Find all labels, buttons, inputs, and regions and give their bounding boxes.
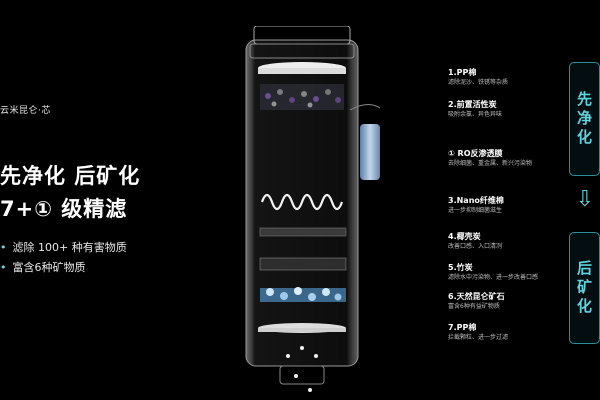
stage-carbon-granules bbox=[260, 84, 344, 110]
stage-label: 4.椰壳炭改善口感、入口清冽 bbox=[448, 232, 503, 250]
flow-step-purify: 先净化 bbox=[569, 62, 600, 176]
stage-label: 1.PP棉滤除泥沙、铁锈等杂质 bbox=[448, 68, 509, 86]
stage-label: 6.天然昆仑矿石富含6种有益矿物质 bbox=[448, 292, 505, 310]
top-collar bbox=[249, 43, 355, 59]
stage-label: 2.前置活性炭吸附余氯、异色异味 bbox=[448, 100, 503, 118]
ro-membrane-roll bbox=[360, 124, 380, 180]
headline: 先净化 后矿化 bbox=[0, 164, 141, 188]
stage-label: 3.Nano纤维棉进一步抑制细菌滋生 bbox=[448, 196, 504, 214]
stage-nano-coil bbox=[260, 193, 344, 211]
bottom-outlet bbox=[279, 365, 325, 385]
stage-label: 5.竹炭滤除水中污染物、进一步改善口感 bbox=[448, 263, 539, 281]
stage-coconut-carbon bbox=[259, 227, 347, 237]
stage-mineral-stones bbox=[260, 287, 346, 302]
feature-text: 滤除 100+ 种有害物质 bbox=[12, 241, 127, 254]
stage-pp-layer-top bbox=[258, 68, 346, 74]
feature-bullet: • 滤除 100+ 种有害物质 bbox=[0, 239, 127, 255]
stage-label: ① RO反渗透膜去除细菌、重金属、新兴污染物 bbox=[448, 149, 533, 167]
feature-bullet: • 富含6种矿物质 bbox=[0, 259, 86, 275]
bullet-dot-icon: • bbox=[0, 241, 7, 254]
arrow-down-icon: ⇩ bbox=[575, 187, 595, 212]
bullet-dot-icon: • bbox=[0, 261, 7, 274]
stage-label: 7.PP棉拦截颗粒、进一步过滤 bbox=[448, 323, 509, 341]
filter-column-illustration bbox=[245, 26, 380, 392]
stage-bamboo-carbon bbox=[259, 257, 347, 271]
flow-step-mineralize: 后矿化 bbox=[569, 232, 600, 344]
feature-text: 富含6种矿物质 bbox=[12, 261, 86, 274]
subline: 7+① 级精滤 bbox=[0, 197, 128, 221]
brand-name: 云米昆仑·芯 bbox=[0, 106, 51, 116]
